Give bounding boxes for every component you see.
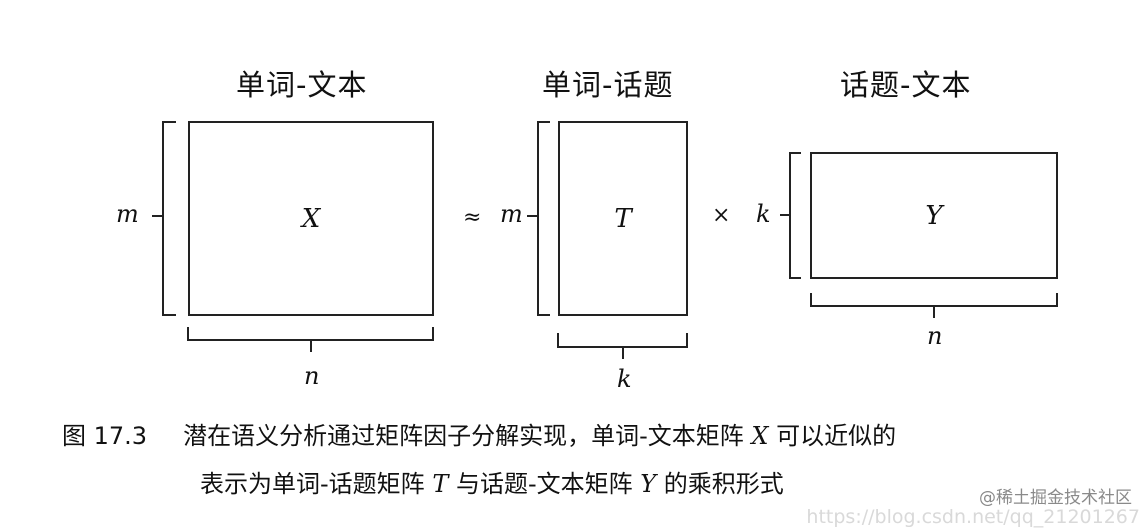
- caption-text-2b: 与话题-文本矩阵: [455, 470, 633, 498]
- caption-var-x: X: [751, 422, 769, 450]
- t-rows-brace: [527, 121, 550, 316]
- caption-text-1a: 潜在语义分析通过矩阵因子分解实现，单词-文本矩阵: [183, 422, 744, 450]
- y-cols-brace: [810, 293, 1058, 318]
- x-rows-label: m: [116, 200, 139, 228]
- caption-text-2c: 的乘积形式: [663, 470, 784, 498]
- matrix-x-symbol: X: [301, 203, 321, 234]
- caption-var-t: T: [432, 470, 449, 498]
- y-rows-label: k: [756, 200, 771, 228]
- caption-line-2: 表示为单词-话题矩阵 T 与话题-文本矩阵 Y 的乘积形式: [200, 470, 784, 499]
- matrix-t-symbol: T: [614, 203, 632, 234]
- t-cols-label: k: [617, 365, 632, 393]
- caption-var-y: Y: [640, 470, 657, 498]
- watermark-brand: @稀土掘金技术社区: [979, 488, 1132, 508]
- approx-operator: ≈: [463, 205, 482, 230]
- title-word-doc: 单词-文本: [236, 68, 368, 102]
- x-rows-brace: [152, 121, 176, 316]
- times-operator: ×: [712, 203, 731, 228]
- title-topic-doc: 话题-文本: [840, 68, 972, 102]
- title-word-topic: 单词-话题: [542, 68, 674, 102]
- caption-label: 图 17.3: [62, 422, 148, 450]
- y-cols-label: n: [927, 322, 943, 350]
- matrix-y-symbol: Y: [925, 200, 943, 231]
- watermark-url: https://blog.csdn.net/qq_21201267: [806, 506, 1140, 528]
- caption-line-1: 图 17.3 潜在语义分析通过矩阵因子分解实现，单词-文本矩阵 X 可以近似的: [62, 422, 896, 451]
- matrix-x: X: [188, 121, 434, 316]
- t-rows-label: m: [500, 200, 523, 228]
- y-rows-brace: [780, 152, 801, 279]
- matrix-y: Y: [810, 152, 1058, 279]
- x-cols-brace: [187, 327, 434, 352]
- t-cols-brace: [557, 333, 688, 359]
- x-cols-label: n: [304, 362, 320, 390]
- caption-text-2a: 表示为单词-话题矩阵: [200, 470, 425, 498]
- caption-text-1b: 可以近似的: [776, 422, 897, 450]
- matrix-t: T: [558, 121, 688, 316]
